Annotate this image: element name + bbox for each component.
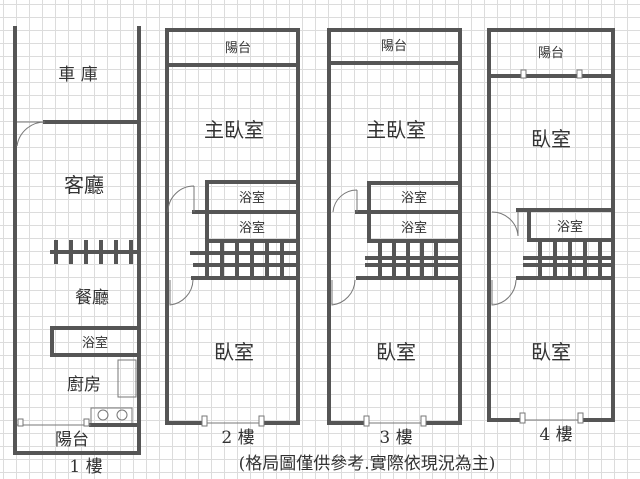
room-bedroom-1: 臥室: [531, 127, 571, 151]
room-bath-2: 浴室: [239, 220, 265, 236]
room-balcony: 陽台: [55, 430, 89, 450]
room-master: 主臥室: [366, 118, 426, 142]
floor-3: 陽台 主臥室 浴室 浴室 臥室 3 樓: [327, 28, 462, 448]
floor-caption: 3 樓: [379, 428, 412, 448]
stove-icon: [90, 407, 133, 425]
room-balcony: 陽台: [225, 41, 251, 56]
room-bedroom: 臥室: [214, 340, 254, 364]
room-bath: 浴室: [557, 219, 583, 235]
disclaimer-note: (格局圖僅供參考.實際依現況為主): [239, 454, 496, 474]
room-balcony: 陽台: [381, 39, 407, 54]
floor-caption: 1 樓: [69, 457, 102, 477]
room-living: 客廳: [64, 173, 104, 197]
floor-caption: 4 樓: [539, 425, 572, 445]
floor-1: 車 庫 客廳 餐廳 浴室 廚房 陽台 1 樓: [13, 26, 141, 477]
room-bath-1: 浴室: [239, 190, 265, 206]
floor-4: 陽台 臥室 浴室 臥室 4 樓: [487, 28, 615, 445]
room-bedroom-2: 臥室: [531, 340, 571, 364]
room-bedroom: 臥室: [376, 340, 416, 364]
stairs: [50, 240, 141, 264]
room-bath-1: 浴室: [401, 190, 427, 206]
room-kitchen: 廚房: [67, 374, 101, 395]
room-balcony: 陽台: [538, 46, 564, 61]
room-bath: 浴室: [82, 335, 108, 351]
room-dining: 餐廳: [75, 288, 109, 308]
floor-caption: 2 樓: [221, 428, 254, 448]
floor-2: 陽台 主臥室 浴室 浴室 臥室 2 樓: [165, 28, 300, 448]
room-bath-2: 浴室: [401, 220, 427, 236]
sink-icon: [117, 359, 137, 398]
room-master: 主臥室: [204, 118, 264, 142]
room-garage: 車 庫: [58, 65, 97, 85]
